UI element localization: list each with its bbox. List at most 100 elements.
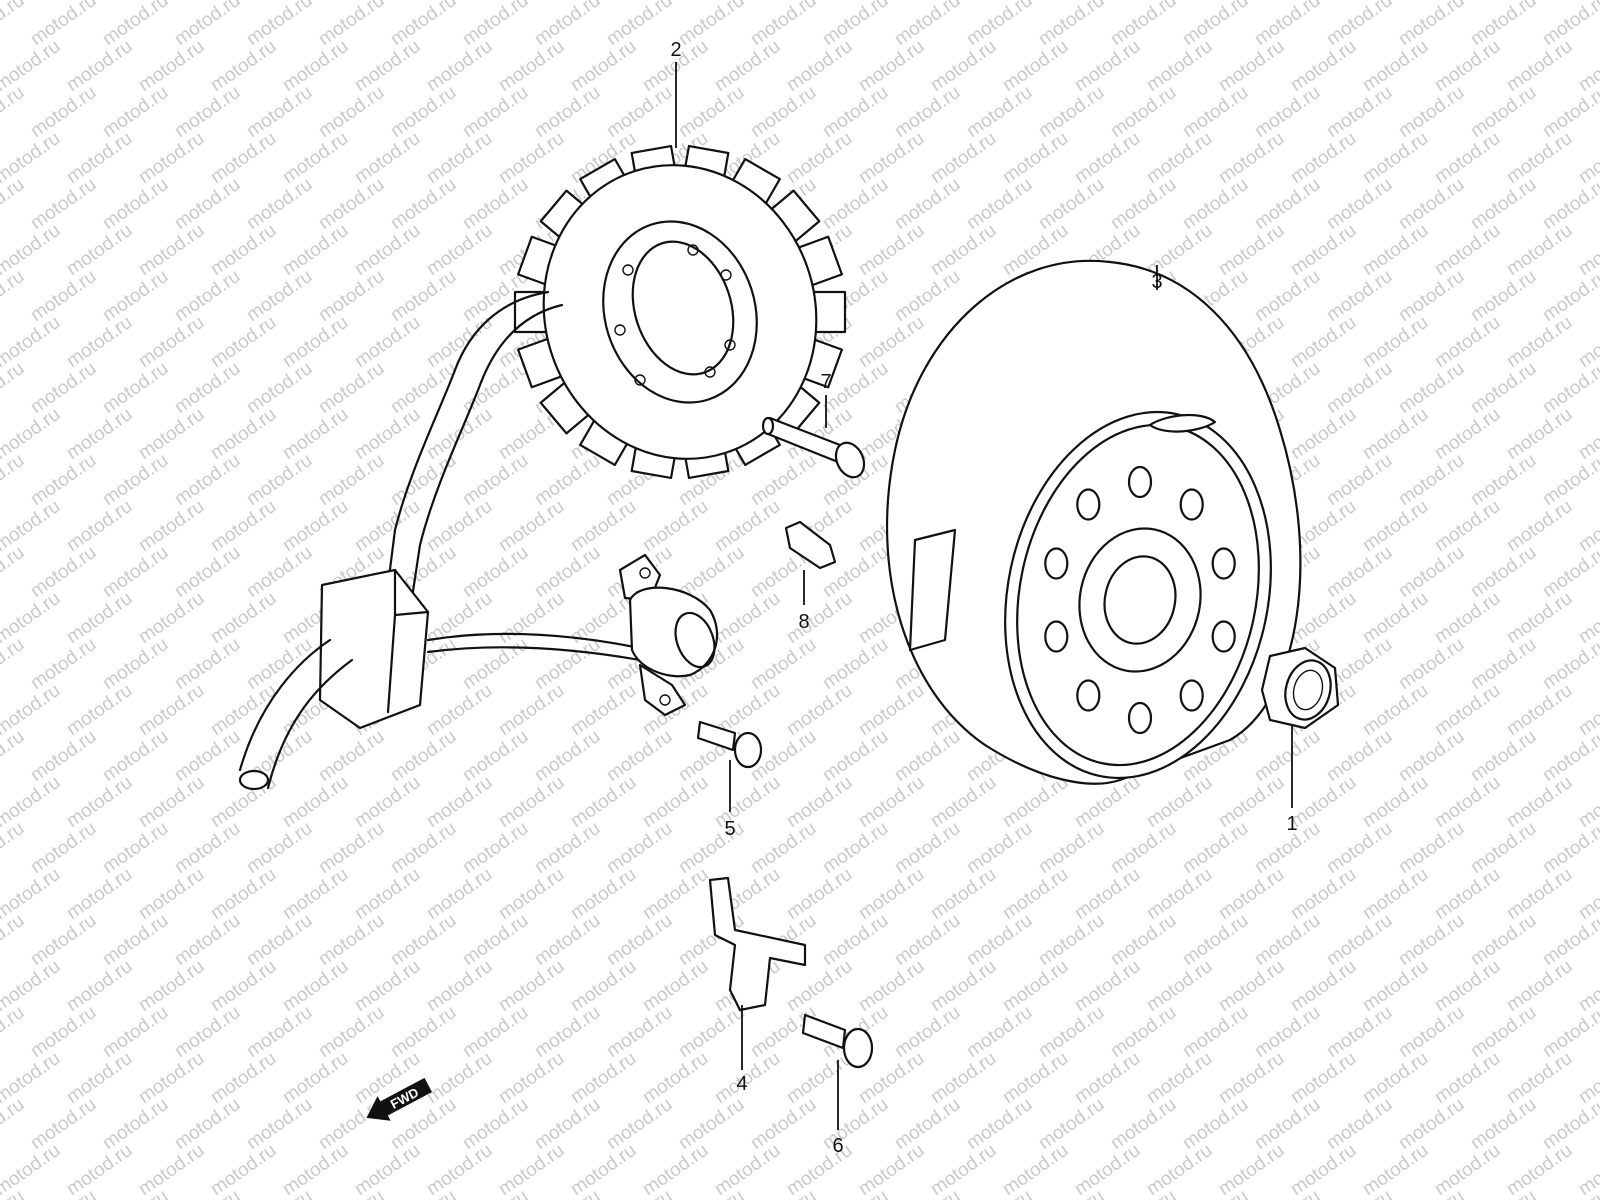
watermark-text: motod.ru	[135, 1140, 208, 1200]
watermark-text: motod.ru	[27, 1094, 100, 1154]
watermark-text: motod.ru	[351, 404, 424, 464]
watermark-text: motod.ru	[855, 680, 928, 740]
watermark-text: motod.ru	[1539, 82, 1600, 142]
watermark-text: motod.ru	[1215, 1140, 1288, 1200]
watermark-text: motod.ru	[207, 36, 280, 96]
watermark-text: motod.ru	[135, 220, 208, 280]
watermark-text: motod.ru	[1035, 82, 1108, 142]
watermark-text: motod.ru	[27, 358, 100, 418]
watermark-text: motod.ru	[1035, 818, 1108, 878]
watermark-text: motod.ru	[1539, 266, 1600, 326]
watermark-text: motod.ru	[387, 82, 460, 142]
watermark-text: motod.ru	[27, 726, 100, 786]
watermark-text: motod.ru	[1107, 910, 1180, 970]
watermark-text: motod.ru	[1395, 450, 1468, 510]
watermark-text: motod.ru	[1071, 36, 1144, 96]
watermark-text: motod.ru	[603, 1094, 676, 1154]
watermark-text: motod.ru	[1431, 864, 1504, 924]
watermark-text: motod.ru	[1503, 496, 1576, 556]
watermark-text: motod.ru	[1467, 174, 1540, 234]
watermark-text: motod.ru	[855, 1140, 928, 1200]
watermark-text: motod.ru	[1539, 174, 1600, 234]
watermark-text: motod.ru	[0, 358, 28, 418]
callout-2: 2	[670, 39, 681, 61]
rotor-part	[885, 259, 1302, 785]
watermark-text: motod.ru	[315, 358, 388, 418]
watermark-text: motod.ru	[747, 1094, 820, 1154]
watermark-text: motod.ru	[315, 1186, 388, 1200]
watermark-text: motod.ru	[0, 542, 28, 602]
watermark-text: motod.ru	[315, 1002, 388, 1062]
watermark-text: motod.ru	[1179, 82, 1252, 142]
watermark-text: motod.ru	[63, 128, 136, 188]
watermark-text: motod.ru	[387, 358, 460, 418]
watermark-text: motod.ru	[279, 220, 352, 280]
watermark-text: motod.ru	[639, 956, 712, 1016]
watermark-text: motod.ru	[927, 128, 1000, 188]
watermark-text: motod.ru	[1359, 1048, 1432, 1108]
watermark-text: motod.ru	[315, 174, 388, 234]
watermark-text: motod.ru	[1395, 1094, 1468, 1154]
watermark-text: motod.ru	[423, 128, 496, 188]
watermark-text: motod.ru	[567, 1140, 640, 1200]
watermark-text: motod.ru	[135, 956, 208, 1016]
watermark-text: motod.ru	[495, 496, 568, 556]
watermark-text: motod.ru	[1323, 0, 1396, 50]
watermark-text: motod.ru	[171, 1186, 244, 1200]
watermark-text: motod.ru	[567, 36, 640, 96]
watermark-text: motod.ru	[279, 36, 352, 96]
callout-6: 6	[832, 1135, 843, 1157]
watermark-text: motod.ru	[1251, 1002, 1324, 1062]
watermark-text: motod.ru	[171, 266, 244, 326]
watermark-text: motod.ru	[27, 1002, 100, 1062]
watermark-text: motod.ru	[99, 1186, 172, 1200]
watermark-text: motod.ru	[27, 0, 100, 50]
watermark-text: motod.ru	[963, 1094, 1036, 1154]
watermark-text: motod.ru	[1287, 404, 1360, 464]
watermark-text: motod.ru	[1467, 1002, 1540, 1062]
watermark-text: motod.ru	[1215, 220, 1288, 280]
watermark-text: motod.ru	[1539, 726, 1600, 786]
watermark-text: motod.ru	[243, 450, 316, 510]
watermark-text: motod.ru	[135, 864, 208, 924]
watermark-text: motod.ru	[351, 312, 424, 372]
nut-part	[1260, 646, 1340, 730]
watermark-text: motod.ru	[1431, 1048, 1504, 1108]
watermark-text: motod.ru	[387, 0, 460, 50]
watermark-text: motod.ru	[99, 818, 172, 878]
watermark-text: motod.ru	[1287, 956, 1360, 1016]
watermark-text: motod.ru	[459, 542, 532, 602]
watermark-text: motod.ru	[1395, 542, 1468, 602]
watermark-text: motod.ru	[603, 910, 676, 970]
watermark-text: motod.ru	[351, 128, 424, 188]
watermark-text: motod.ru	[1467, 542, 1540, 602]
watermark-text: motod.ru	[279, 864, 352, 924]
watermark-text: motod.ru	[783, 128, 856, 188]
watermark-text: motod.ru	[1143, 36, 1216, 96]
watermark-text: motod.ru	[1539, 818, 1600, 878]
watermark-text: motod.ru	[207, 956, 280, 1016]
watermark-text: motod.ru	[855, 956, 928, 1016]
watermark-text: motod.ru	[819, 0, 892, 50]
watermark-text: motod.ru	[171, 1002, 244, 1062]
watermark-text: motod.ru	[1431, 680, 1504, 740]
watermark-text: motod.ru	[99, 542, 172, 602]
watermark-text: motod.ru	[423, 1048, 496, 1108]
watermark-text: motod.ru	[1359, 404, 1432, 464]
watermark-text: motod.ru	[819, 910, 892, 970]
stator-part	[513, 144, 847, 480]
watermark-text: motod.ru	[459, 0, 532, 50]
callout-labels: 1 2 3 4 5 6 7 8	[670, 39, 1297, 1157]
watermark-text: motod.ru	[1503, 312, 1576, 372]
watermark-text: motod.ru	[171, 634, 244, 694]
watermark-text: motod.ru	[207, 588, 280, 648]
watermark-text: motod.ru	[1431, 404, 1504, 464]
watermark-text: motod.ru	[99, 726, 172, 786]
watermark-text: motod.ru	[423, 36, 496, 96]
watermark-text: motod.ru	[351, 772, 424, 832]
watermark-text: motod.ru	[711, 36, 784, 96]
watermark-text: motod.ru	[711, 496, 784, 556]
watermark-text: motod.ru	[1215, 128, 1288, 188]
